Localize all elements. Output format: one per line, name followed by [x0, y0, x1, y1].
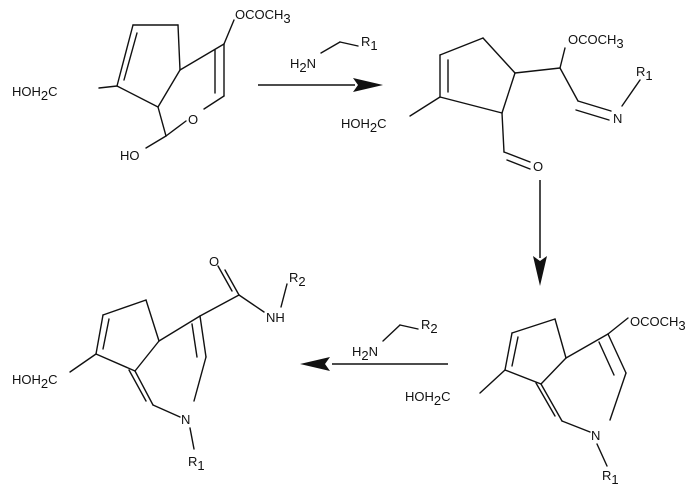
molecule-4-amide-nh-label: NH — [266, 310, 285, 325]
molecule-4-amide-product: O NH R2 HOH2C N R1 — [12, 254, 306, 473]
molecule-4-hydroxymethyl-label: HOH2C — [12, 372, 58, 391]
arrow-3-left — [300, 357, 448, 371]
molecule-2-aldehyde-oxygen-label: O — [533, 159, 543, 174]
molecule-2-hydroxymethyl-label: HOH2C — [341, 116, 387, 135]
molecule-2-imine-r1-label: R1 — [636, 64, 653, 83]
molecule-2-ring-opened-imine: OCOCH3 N R1 HOH2C O — [341, 32, 653, 174]
molecule-3-hydroxymethyl-label: HOH2C — [405, 389, 451, 408]
reagent-1-amine-r1: H2N R1 — [290, 34, 378, 75]
reagent-2-h2n-label: H2N — [352, 344, 378, 363]
molecule-4-r1-label: R1 — [188, 454, 205, 473]
reagent-1-r1-label: R1 — [361, 34, 378, 53]
molecule-4-ring-n-label: N — [181, 412, 190, 427]
molecule-4-bonds — [69, 265, 288, 450]
arrow-2-down — [533, 180, 547, 286]
molecule-1-acetoxy-label: OCOCH3 — [235, 7, 291, 26]
molecule-1-ring-oxygen-label: O — [188, 112, 198, 127]
arrow-1-right — [258, 78, 383, 92]
reagent-2-r2-label: R2 — [421, 317, 438, 336]
molecule-3-acetoxy-label: OCOCH3 — [630, 314, 686, 333]
molecule-1-hydroxyl-label: HO — [120, 148, 140, 163]
molecule-2-acetoxy-label: OCOCH3 — [568, 32, 624, 51]
reagent-2-amine-r2: H2N R2 — [352, 317, 438, 363]
molecule-1-hydroxymethyl-label: HOH2C — [12, 84, 58, 103]
molecule-3-ring-n-label: N — [591, 428, 600, 443]
molecule-4-carbonyl-oxygen-label: O — [209, 254, 219, 269]
molecule-2-imine-n-label: N — [613, 111, 622, 126]
molecule-2-bonds — [409, 37, 641, 170]
molecule-4-r2-label: R2 — [289, 270, 306, 289]
molecule-1-bonds — [98, 19, 235, 149]
molecule-3-bonds — [479, 317, 629, 467]
molecule-1-starting-iridoid: OCOCH3 HOH2C O HO — [12, 7, 291, 163]
reagent-1-h2n-label: H2N — [290, 56, 316, 75]
molecule-3-r1-label: R1 — [602, 468, 619, 487]
molecule-3-cyclized-pyridine: OCOCH3 HOH2C N R1 — [405, 314, 686, 487]
